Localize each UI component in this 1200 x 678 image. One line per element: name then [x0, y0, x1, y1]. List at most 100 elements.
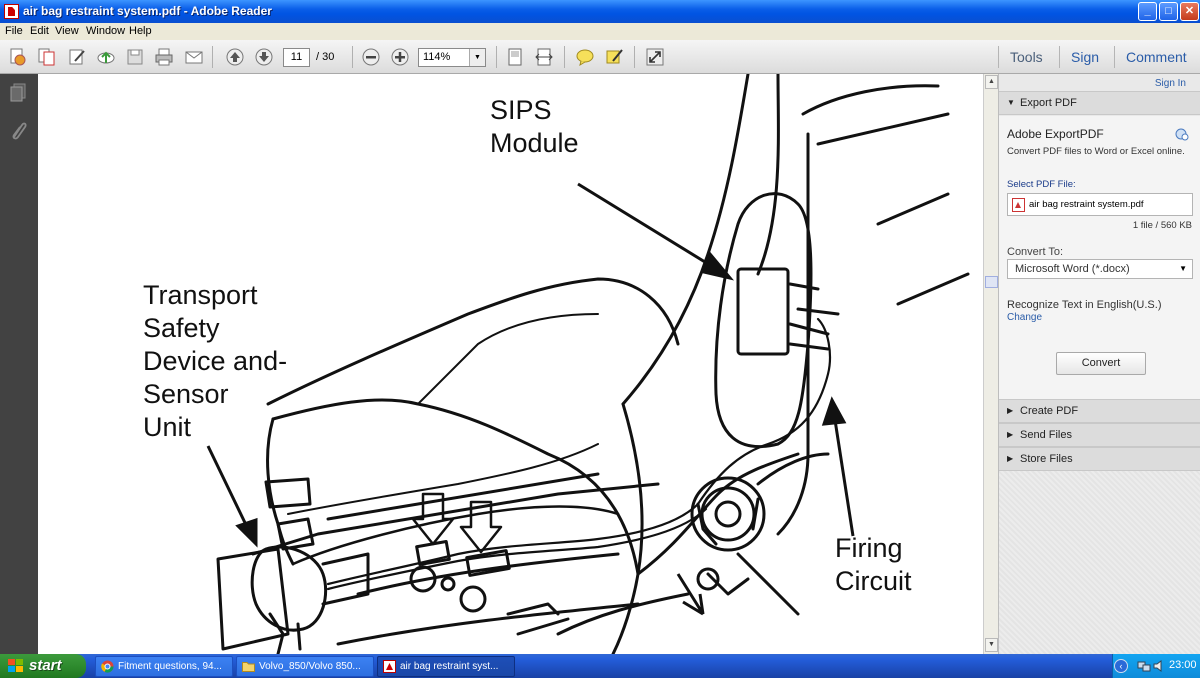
taskbar-item-chrome[interactable]: Fitment questions, 94... — [95, 656, 233, 677]
menu-edit[interactable]: Edit — [30, 25, 49, 37]
folder-icon — [242, 662, 255, 672]
toolbar-separator — [496, 46, 497, 68]
sign-tab[interactable]: Sign — [1071, 49, 1100, 65]
start-label: start — [29, 657, 62, 674]
adobe-reader-icon — [383, 660, 396, 673]
toolbar-separator — [212, 46, 213, 68]
toolbar-separator — [1114, 46, 1115, 68]
export-title: Adobe ExportPDF — [1007, 127, 1104, 141]
scrollbar-thumb[interactable] — [985, 276, 998, 288]
attachments-icon[interactable] — [8, 119, 28, 141]
triangle-right-icon: ▶ — [1007, 430, 1014, 439]
firing-circuit-label: Firing Circuit — [835, 533, 912, 596]
convert-to-value: Microsoft Word (*.docx) — [1015, 263, 1130, 275]
triangle-down-icon: ▼ — [1007, 98, 1015, 107]
triangle-right-icon: ▶ — [1007, 454, 1014, 463]
page-thumbnails-icon[interactable] — [8, 82, 28, 104]
menu-view[interactable]: View — [55, 25, 79, 37]
selected-file-name: air bag restraint system.pdf — [1029, 199, 1144, 210]
pdf-file-icon — [1012, 198, 1025, 212]
upload-cloud-icon[interactable] — [96, 47, 116, 67]
window-title: air bag restraint system.pdf - Adobe Rea… — [23, 4, 272, 18]
vertical-scrollbar[interactable]: ▲ ▼ — [983, 74, 998, 654]
highlight-icon[interactable] — [604, 47, 624, 67]
create-pdf-label: Create PDF — [1020, 405, 1079, 417]
email-icon[interactable] — [184, 47, 204, 67]
file-info: 1 file / 560 KB — [1132, 220, 1192, 231]
toolbar-separator — [634, 46, 635, 68]
comment-icon[interactable] — [575, 47, 595, 67]
document-view[interactable]: SIPS Module Transport Safety Device and-… — [38, 74, 983, 654]
fit-page-icon[interactable] — [505, 47, 525, 67]
taskbar-item-folder[interactable]: Volvo_850/Volvo 850... — [236, 656, 374, 677]
start-button[interactable]: start — [0, 654, 86, 678]
save-icon[interactable] — [125, 47, 145, 67]
taskbar-item-label: air bag restraint syst... — [400, 661, 499, 672]
next-page-icon[interactable] — [254, 47, 274, 67]
toolbar-separator — [1059, 46, 1060, 68]
sips-module-label: SIPS Module — [490, 95, 579, 158]
print-icon[interactable] — [154, 47, 174, 67]
store-files-label: Store Files — [1020, 453, 1073, 465]
convert-button[interactable]: Convert — [1056, 352, 1146, 375]
taskbar-item-adobe-reader[interactable]: air bag restraint syst... — [377, 656, 515, 677]
toolbar-separator — [352, 46, 353, 68]
taskbar-item-label: Fitment questions, 94... — [118, 661, 222, 672]
pane-empty-area — [999, 471, 1200, 654]
create-pdf-section[interactable]: ▶ Create PDF — [999, 399, 1200, 423]
send-files-section[interactable]: ▶ Send Files — [999, 423, 1200, 447]
menu-help[interactable]: Help — [129, 25, 152, 37]
selected-file-field[interactable]: air bag restraint system.pdf — [1007, 193, 1193, 216]
chevron-down-icon: ▼ — [1179, 264, 1187, 273]
scroll-up-icon[interactable]: ▲ — [985, 75, 998, 89]
export-pdf-panel: Adobe ExportPDF Convert PDF files to Wor… — [999, 116, 1200, 406]
comment-tab[interactable]: Comment — [1126, 49, 1187, 65]
title-bar: air bag restraint system.pdf - Adobe Rea… — [0, 0, 1200, 23]
chevron-down-icon[interactable]: ▼ — [469, 49, 485, 66]
full-screen-icon[interactable] — [645, 47, 665, 67]
navigation-pane — [0, 74, 38, 654]
adobe-reader-icon — [4, 4, 19, 19]
edit-document-icon[interactable] — [67, 47, 87, 67]
taskbar: start Fitment questions, 94... Volvo_850… — [0, 654, 1200, 678]
minimize-button[interactable]: _ — [1138, 2, 1157, 21]
menu-bar: File Edit View Window Help — [0, 23, 1200, 40]
send-files-label: Send Files — [1020, 429, 1072, 441]
zoom-select[interactable]: 114%▼ — [418, 48, 486, 67]
fit-width-icon[interactable] — [534, 47, 554, 67]
maximize-button[interactable]: □ — [1159, 2, 1178, 21]
toolbar-separator — [998, 46, 999, 68]
chrome-icon — [101, 660, 114, 673]
export-pdf-title: Export PDF — [1020, 97, 1077, 109]
sign-in-link[interactable]: Sign In — [1154, 78, 1186, 89]
close-button[interactable]: ✕ — [1180, 2, 1199, 21]
zoom-in-icon[interactable] — [390, 47, 410, 67]
volume-icon[interactable] — [1153, 659, 1165, 673]
show-hidden-icons-icon[interactable]: ‹ — [1114, 659, 1128, 673]
menu-window[interactable]: Window — [86, 25, 126, 37]
store-files-section[interactable]: ▶ Store Files — [999, 447, 1200, 471]
select-file-label: Select PDF File: — [1007, 179, 1076, 190]
export-description: Convert PDF files to Word or Excel onlin… — [1007, 146, 1185, 157]
change-link[interactable]: Change — [1007, 312, 1043, 323]
zoom-out-icon[interactable] — [361, 47, 381, 67]
clock: 23:00 — [1169, 659, 1197, 671]
taskbar-item-label: Volvo_850/Volvo 850... — [259, 661, 361, 672]
tools-tab[interactable]: Tools — [1010, 49, 1043, 65]
page-number-input[interactable]: 11 — [283, 48, 310, 67]
page-total: / 30 — [316, 51, 335, 63]
seat-diagram — [206, 74, 970, 654]
menu-file[interactable]: File — [5, 25, 23, 37]
previous-page-icon[interactable] — [225, 47, 245, 67]
export-pdf-header[interactable]: ▼ Export PDF — [999, 91, 1200, 115]
triangle-right-icon: ▶ — [1007, 406, 1014, 415]
scroll-down-icon[interactable]: ▼ — [985, 638, 998, 652]
network-icon[interactable] — [1137, 659, 1151, 673]
toolbar: 11 / 30 114%▼ Tools Sign Comment — [0, 40, 1200, 74]
convert-to-select[interactable]: Microsoft Word (*.docx) ▼ — [1007, 259, 1193, 279]
combine-files-icon[interactable] — [37, 47, 57, 67]
windows-flag-icon — [8, 659, 23, 672]
create-pdf-icon[interactable] — [8, 47, 28, 67]
recognize-text-label: Recognize Text in English(U.S.) — [1007, 299, 1162, 311]
cloud-settings-icon[interactable] — [1175, 127, 1189, 141]
